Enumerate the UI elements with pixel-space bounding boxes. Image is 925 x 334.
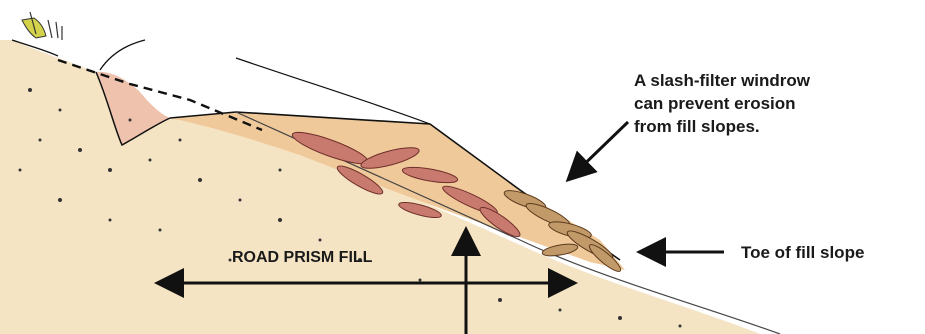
- annotation-line-1: A slash-filter windrow: [634, 69, 810, 92]
- annotation-line-2: can prevent erosion: [634, 92, 810, 115]
- road-prism-label: ROAD PRISM FILL: [232, 246, 372, 269]
- toe-label: Toe of fill slope: [741, 241, 864, 264]
- annotation-line-3: from fill slopes.: [634, 115, 810, 138]
- windrow-annotation: A slash-filter windrow can prevent erosi…: [634, 69, 810, 138]
- cut-slope-curve: [100, 40, 145, 70]
- grass-tuft: [22, 12, 62, 40]
- windrow-arrow: [570, 122, 628, 178]
